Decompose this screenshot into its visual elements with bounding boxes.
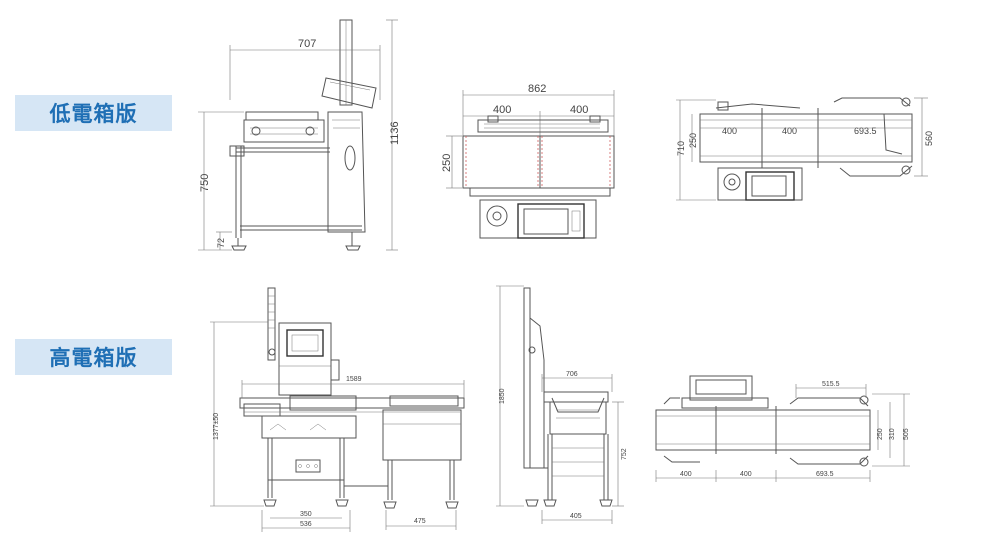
high-side-width-dim: 706 xyxy=(566,371,578,378)
low-top-seg1-dim: 400 xyxy=(722,126,737,136)
high-side-view: 706 1850 752 405 xyxy=(496,285,628,524)
low-side-view: 707 1136 750 72 xyxy=(198,19,401,251)
low-top-inner-height-dim: 250 xyxy=(688,133,698,148)
high-front-height-dim: 1377±50 xyxy=(213,413,220,440)
low-side-width-dim: 707 xyxy=(298,38,316,50)
high-side-base-dim: 405 xyxy=(570,513,582,520)
high-side-table-dim: 752 xyxy=(621,448,628,460)
high-front-foot1-dim: 350 xyxy=(300,511,312,518)
low-box-version-label: 低電箱版 xyxy=(15,95,172,131)
low-front-seg1-dim: 400 xyxy=(493,104,511,116)
low-side-foot-dim: 72 xyxy=(216,238,226,248)
low-top-view: 400 400 693.5 710 250 560 xyxy=(676,97,934,201)
high-top-seg1-dim: 400 xyxy=(680,471,692,478)
low-front-seg2-dim: 400 xyxy=(570,104,588,116)
low-top-right-height-dim: 560 xyxy=(924,131,934,146)
low-side-total-height-dim: 1136 xyxy=(389,121,401,145)
high-top-top-dim: 515.5 xyxy=(822,381,840,388)
high-side-height-dim: 1850 xyxy=(499,388,506,404)
low-front-view: 862 400 400 250 xyxy=(441,83,615,239)
high-front-width-dim: 1589 xyxy=(346,376,362,383)
low-front-height-dim: 250 xyxy=(441,154,453,172)
high-top-seg2-dim: 400 xyxy=(740,471,752,478)
high-box-version-label: 高電箱版 xyxy=(15,339,172,375)
high-top-inner-height-dim: 250 xyxy=(877,428,884,440)
low-top-seg2-dim: 400 xyxy=(782,126,797,136)
low-top-outer-height-dim: 710 xyxy=(676,141,686,156)
high-top-mid-height-dim: 310 xyxy=(889,428,896,440)
low-side-table-height-dim: 750 xyxy=(199,174,211,192)
high-front-foot2-dim: 536 xyxy=(300,521,312,528)
high-top-view: 515.5 400 400 693.5 250 310 505 xyxy=(655,375,910,482)
low-top-seg3-dim: 693.5 xyxy=(854,126,877,136)
high-top-seg3-dim: 693.5 xyxy=(816,471,834,478)
low-front-width-dim: 862 xyxy=(528,83,546,95)
high-front-view: 1589 1377±50 350 536 475 xyxy=(210,287,465,532)
high-front-right-dim: 475 xyxy=(414,518,426,525)
high-top-outer-height-dim: 505 xyxy=(903,428,910,440)
